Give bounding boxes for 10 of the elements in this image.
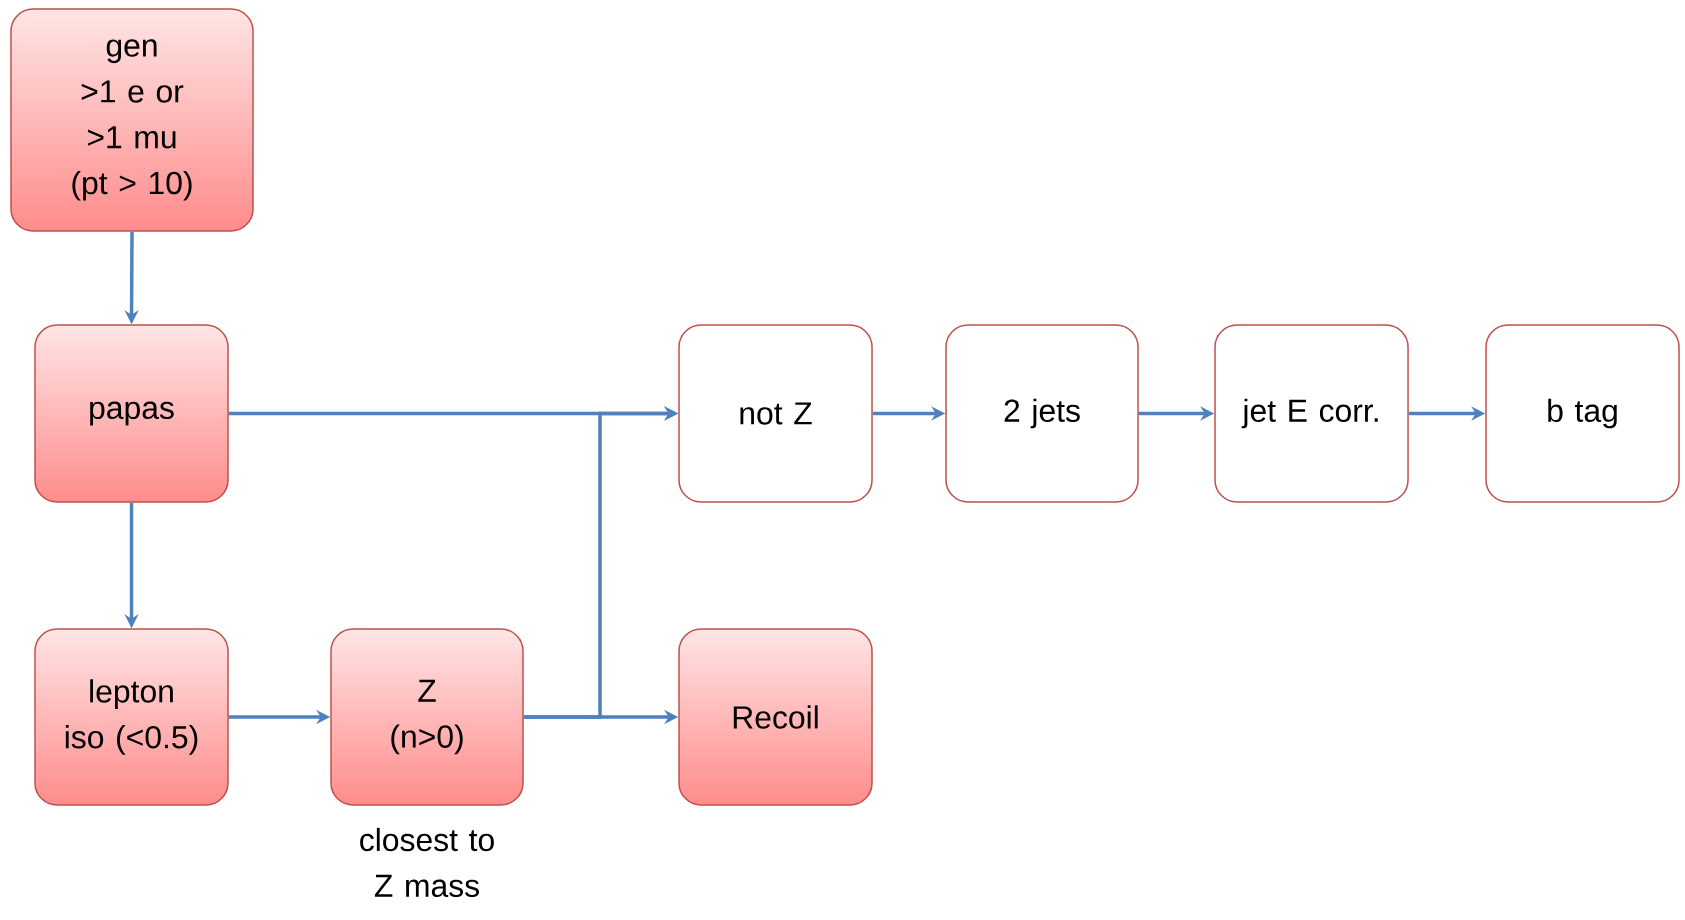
process-box: Z (n>0) — [330, 628, 524, 806]
process-box: b tag — [1485, 324, 1680, 503]
process-box: Recoil — [678, 628, 873, 806]
process-box: lepton iso (<0.5) — [34, 628, 229, 806]
process-box: 2 jets — [945, 324, 1139, 503]
process-box: gen >1 e or >1 mu (pt > 10) — [10, 8, 254, 232]
process-box: not Z — [678, 324, 873, 503]
node-caption: closest to Z mass — [360, 827, 494, 898]
process-box: papas — [34, 324, 229, 503]
process-box: jet E corr. — [1214, 324, 1409, 503]
